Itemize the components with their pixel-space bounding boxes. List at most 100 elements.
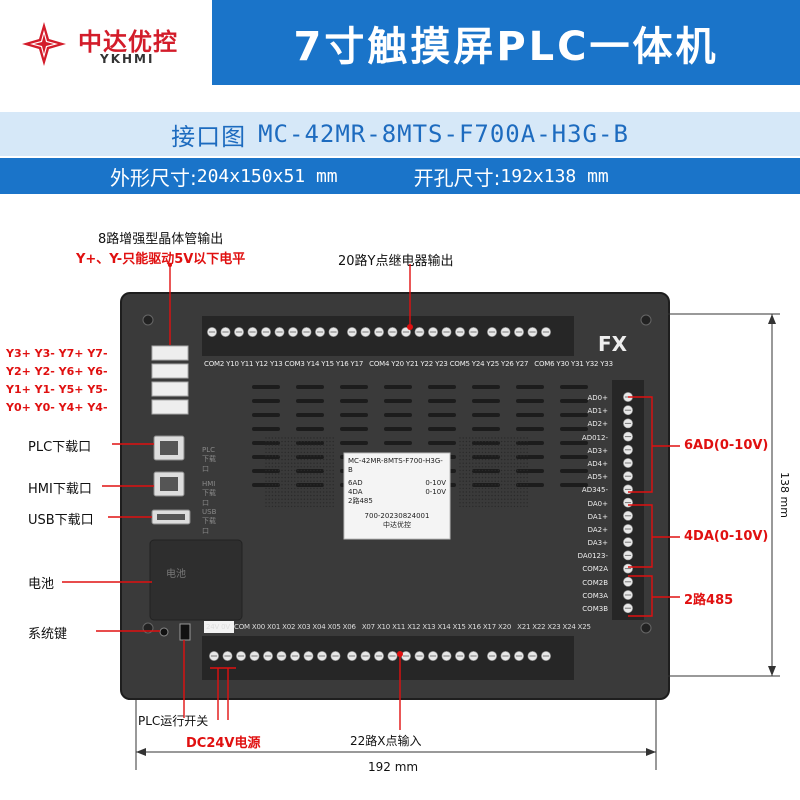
speaker-dot: [274, 466, 277, 468]
speaker-dot: [326, 480, 328, 482]
speaker-dot: [465, 458, 468, 461]
speaker-dot: [322, 473, 325, 475]
speaker-dot: [287, 502, 290, 504]
speaker-dot: [516, 455, 519, 457]
right-terminal-label: DA0+: [587, 499, 608, 508]
port-side-label-plc: PLC 下载口: [202, 446, 216, 473]
speaker-dot: [510, 437, 512, 439]
speaker-dot: [478, 455, 480, 457]
vent-slot: [516, 483, 544, 487]
speaker-dot: [316, 455, 318, 457]
speaker-dot: [290, 440, 293, 443]
speaker-dot: [265, 505, 267, 508]
speaker-dot: [481, 455, 484, 457]
transistor-output-title: 8路增强型晶体管输出: [98, 232, 224, 247]
speaker-dot: [516, 498, 519, 500]
speaker-dot: [520, 505, 522, 508]
speaker-dot: [491, 448, 493, 450]
speaker-dot: [326, 473, 328, 475]
speaker-dot: [526, 480, 528, 482]
vent-slot: [340, 385, 368, 389]
speaker-dot: [294, 484, 296, 486]
speaker-dot: [287, 476, 290, 479]
speaker-dot: [520, 494, 522, 497]
speaker-dot: [468, 505, 471, 508]
speaker-dot: [265, 448, 267, 450]
speaker-dot: [297, 498, 299, 500]
speaker-dot: [303, 502, 306, 504]
speaker-dot: [265, 462, 267, 464]
speaker-dot: [468, 473, 471, 475]
speaker-dot: [274, 473, 277, 475]
speaker-dot: [462, 473, 464, 475]
speaker-dot: [310, 437, 312, 439]
speaker-dot: [472, 498, 474, 500]
run-switch-label: PLC运行开关: [138, 714, 209, 728]
speaker-dot: [459, 491, 461, 493]
speaker-dot: [484, 448, 487, 450]
da-label: 4DA(0-10V): [684, 529, 769, 544]
speaker-dot: [516, 462, 519, 464]
speaker-dot: [271, 494, 274, 497]
speaker-dot: [484, 451, 487, 454]
speaker-dot: [497, 473, 500, 475]
speaker-dot: [491, 440, 493, 443]
speaker-dot: [329, 491, 331, 493]
speaker-dot: [500, 437, 503, 439]
speaker-dot: [265, 437, 267, 439]
speaker-dot: [284, 498, 286, 500]
speaker-dot: [313, 491, 315, 493]
speaker-dot: [516, 484, 519, 486]
right-terminal-label: COM3A: [582, 591, 608, 600]
speaker-dot: [310, 498, 312, 500]
speaker-dot: [516, 502, 519, 504]
speaker-dot: [516, 437, 519, 439]
speaker-dot: [294, 502, 296, 504]
speaker-dot: [494, 444, 496, 446]
speaker-dot: [319, 487, 322, 490]
speaker-dot: [274, 455, 277, 457]
usb-download-port-label: USB下载口: [28, 513, 94, 528]
speaker-dot: [294, 473, 296, 475]
speaker-dot: [462, 458, 464, 461]
logo-star-icon: [22, 22, 66, 66]
speaker-dot: [316, 440, 318, 443]
speaker-dot: [300, 473, 302, 475]
speaker-dot: [478, 491, 480, 493]
speaker-dot: [472, 502, 474, 504]
speaker-dot: [491, 473, 493, 475]
speaker-dot: [268, 498, 270, 500]
speaker-dot: [516, 448, 519, 450]
speaker-dot: [271, 462, 274, 464]
speaker-dot: [510, 448, 512, 450]
speaker-dot: [459, 484, 461, 486]
speaker-dot: [287, 440, 290, 443]
speaker-dot: [294, 487, 296, 490]
speaker-dot: [494, 498, 496, 500]
speaker-dot: [510, 480, 512, 482]
speaker-dot: [297, 491, 299, 493]
speaker-dot: [520, 440, 522, 443]
speaker-dot: [465, 437, 468, 439]
speaker-dot: [284, 444, 286, 446]
speaker-dot: [310, 480, 312, 482]
speaker-dot: [516, 480, 519, 482]
cutout-label: 开孔尺寸:: [413, 165, 501, 190]
speaker-dot: [523, 473, 525, 475]
speaker-dot: [265, 469, 267, 472]
right-terminal-label: DA3+: [587, 539, 608, 548]
speaker-dot: [281, 494, 283, 497]
speaker-dot: [290, 462, 293, 464]
product-label: [343, 452, 451, 540]
speaker-dot: [484, 458, 487, 461]
speaker-dot: [475, 498, 477, 500]
speaker-dot: [523, 476, 525, 479]
speaker-dot: [507, 480, 509, 482]
speaker-dot: [523, 487, 525, 490]
plc-download-port-label: PLC下载口: [28, 440, 92, 455]
speaker-dot: [281, 505, 283, 508]
speaker-dot: [319, 458, 322, 461]
speaker-dot: [310, 484, 312, 486]
speaker-dot: [520, 437, 522, 439]
speaker-dot: [319, 455, 322, 457]
